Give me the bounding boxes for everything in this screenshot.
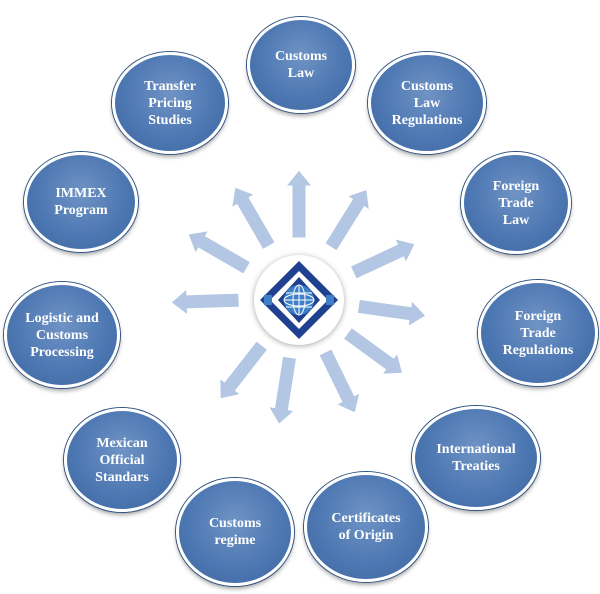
node-mexican-official-standars: Mexican Official Standars bbox=[64, 408, 180, 512]
arrow-4 bbox=[342, 326, 404, 375]
globe-emblem-logo-icon bbox=[260, 261, 338, 339]
arrow-2 bbox=[349, 238, 416, 280]
node-customs-law-regulations: Customs Law Regulations bbox=[368, 52, 486, 154]
arrow-8 bbox=[170, 287, 240, 316]
arrow-1 bbox=[324, 188, 371, 252]
node-logistic-and-customs-processing: Logistic and Customs Processing bbox=[4, 282, 120, 388]
arrow-7 bbox=[219, 340, 269, 400]
arrow-0 bbox=[284, 169, 314, 239]
node-certificates-of-origin: Certificates of Origin bbox=[304, 472, 428, 582]
node-foreign-trade-regulations: Foreign Trade Regulations bbox=[478, 280, 598, 386]
arrow-6 bbox=[267, 355, 298, 426]
node-customs-law: Customs Law bbox=[247, 17, 355, 113]
arrow-10 bbox=[231, 186, 276, 251]
arrow-9 bbox=[187, 230, 252, 275]
arrow-5 bbox=[318, 348, 361, 414]
node-immex-program: IMMEX Program bbox=[24, 152, 138, 252]
center-logo bbox=[254, 255, 344, 345]
node-customs-regime: Customs regime bbox=[176, 478, 294, 586]
node-international-treaties: International Treaties bbox=[412, 406, 540, 510]
node-transfer-pricing-studies: Transfer Pricing Studies bbox=[112, 52, 228, 154]
arrow-3 bbox=[356, 298, 427, 328]
node-foreign-trade-law: Foreign Trade Law bbox=[461, 152, 571, 254]
